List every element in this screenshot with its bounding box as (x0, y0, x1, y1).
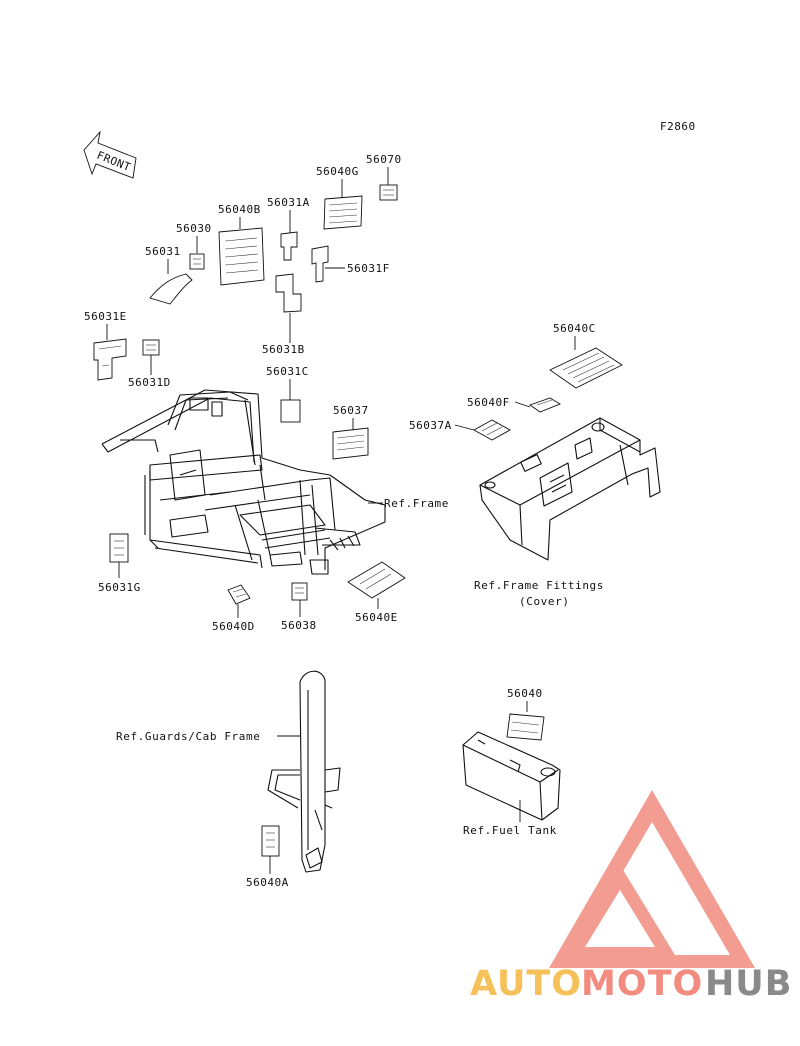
label-56037a: 56037A (409, 419, 452, 432)
decal-56031f (311, 245, 329, 283)
label-56031e: 56031E (84, 310, 127, 323)
ref-cover: (Cover) (519, 595, 570, 608)
ref-frame: Ref.Frame (384, 497, 449, 510)
figure-code: F2860 (660, 120, 696, 133)
decal-56040f (529, 397, 562, 413)
label-56031a: 56031A (267, 196, 310, 209)
label-56031f: 56031F (347, 262, 390, 275)
label-56040: 56040 (507, 687, 543, 700)
ref-guards: Ref.Guards/Cab Frame (116, 730, 260, 743)
frame-drawing (101, 389, 386, 575)
decal-56031c (280, 399, 301, 423)
watermark-moto: MOTO (581, 964, 703, 1004)
ref-frame-fittings: Ref.Frame Fittings (474, 579, 604, 592)
decal-56040e (347, 561, 406, 599)
watermark-hub: HUB (705, 964, 792, 1004)
decal-56040d (227, 584, 251, 605)
label-56037: 56037 (333, 404, 369, 417)
decal-56037a (473, 419, 511, 441)
watermark-logo-icon (549, 790, 755, 968)
front-arrow-icon: FRONT (83, 130, 137, 179)
decal-56038 (291, 582, 308, 601)
label-56031g: 56031G (98, 581, 141, 594)
label-56031b: 56031B (262, 343, 305, 356)
decal-56040 (506, 713, 545, 741)
label-56040e: 56040E (355, 611, 398, 624)
guards-drawing (267, 670, 341, 873)
label-56038: 56038 (281, 619, 317, 632)
label-56031: 56031 (145, 245, 181, 258)
cover-drawing (479, 417, 661, 561)
decal-56040a (261, 825, 280, 857)
decal-56040g (323, 195, 363, 230)
label-56040c: 56040C (553, 322, 596, 335)
decal-56031b (275, 273, 302, 313)
decal-56031e (93, 338, 127, 381)
ref-fuel-tank: Ref.Fuel Tank (463, 824, 557, 837)
watermark-auto: AUTO (470, 964, 582, 1004)
decal-56040b (218, 227, 265, 286)
label-56040d: 56040D (212, 620, 255, 633)
fuel-tank-drawing (462, 731, 561, 821)
decal-56031d (142, 339, 160, 356)
label-56031d: 56031D (128, 376, 171, 389)
decal-56031 (149, 273, 193, 305)
label-56040a: 56040A (246, 876, 289, 889)
label-56040g: 56040G (316, 165, 359, 178)
label-56040f: 56040F (467, 396, 510, 409)
decal-56031a (280, 231, 298, 261)
decal-56037 (332, 427, 369, 460)
label-56031c: 56031C (266, 365, 309, 378)
watermark-text: AUTO MOTO HUB (470, 964, 792, 1004)
decal-56070 (379, 184, 398, 201)
decal-56040c (549, 347, 623, 389)
decal-56030 (189, 253, 205, 270)
label-56040b: 56040B (218, 203, 261, 216)
label-56070: 56070 (366, 153, 402, 166)
label-56030: 56030 (176, 222, 212, 235)
